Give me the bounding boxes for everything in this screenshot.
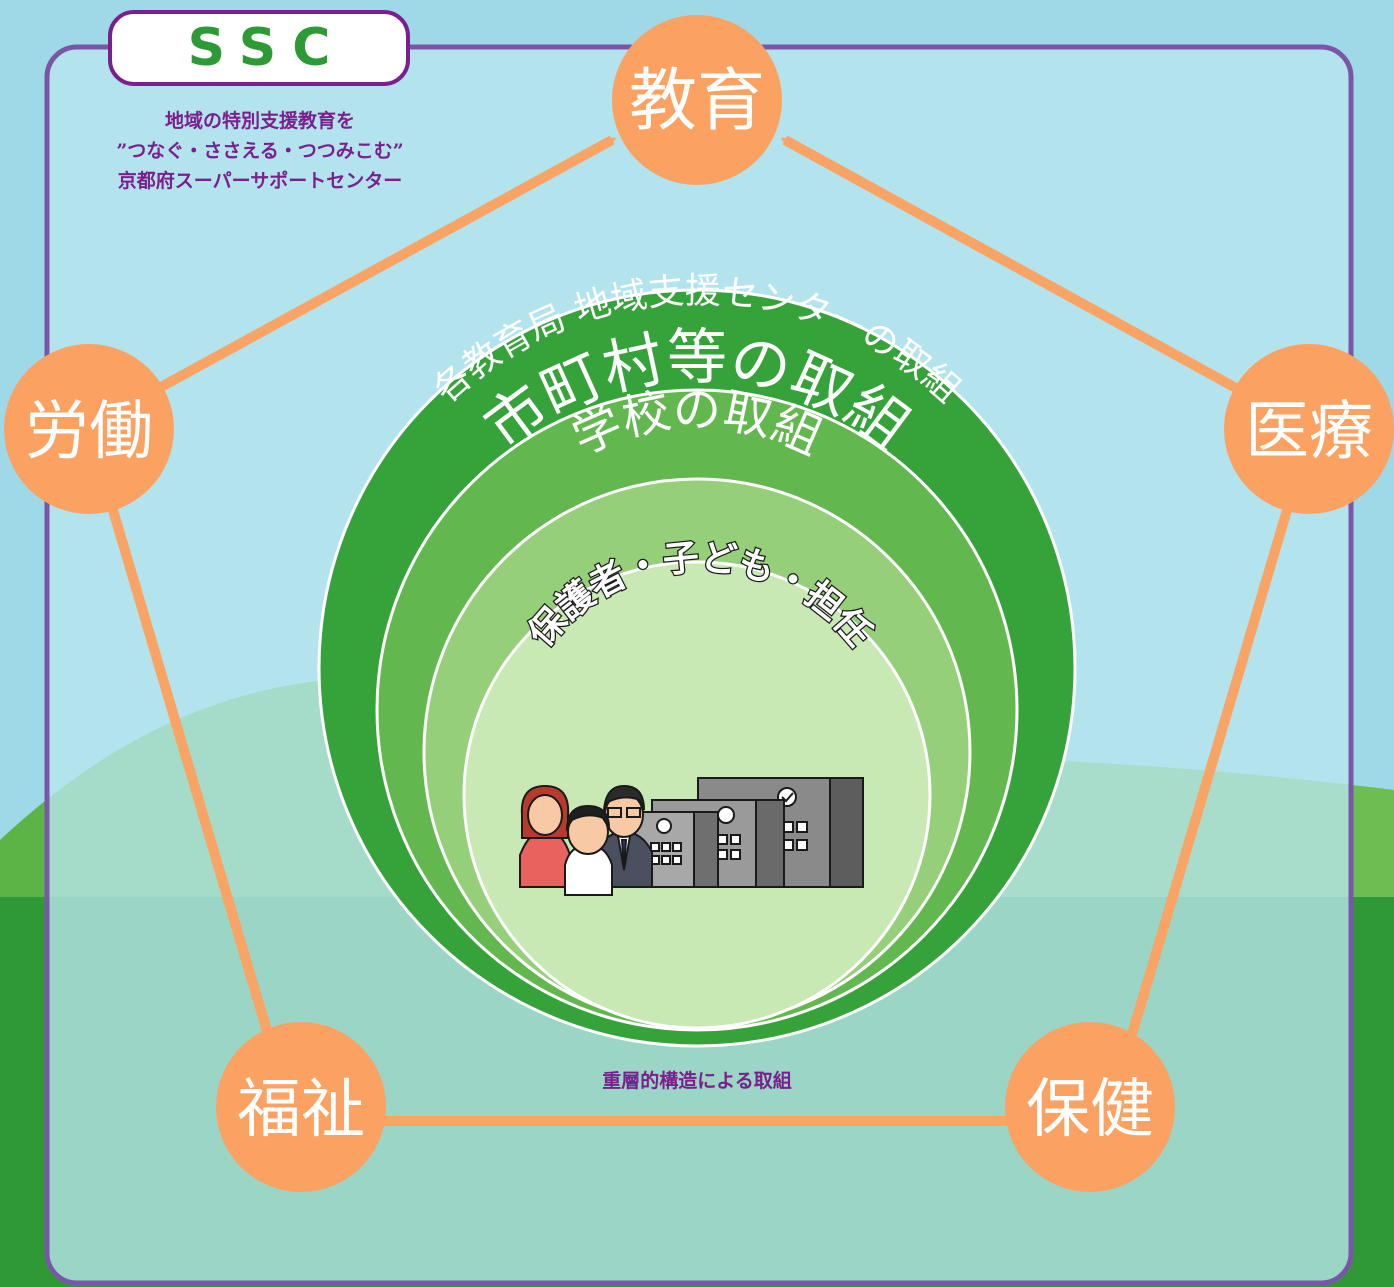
ssc-description-line-1: 地域の特別支援教育を <box>164 110 355 132</box>
structure-caption: 重層的構造による取組 <box>602 1070 792 1092</box>
sector-label-medical: 医療 <box>1245 395 1373 469</box>
ssc-description: 地域の特別支援教育を ”つなぐ・ささえる・つつみこむ” 京都府スーパーサポートセ… <box>70 106 450 196</box>
connection-arrows <box>105 135 1295 1126</box>
arrow-medical-health <box>1123 495 1295 1053</box>
sector-label-health: 保健 <box>1026 1073 1154 1147</box>
family-school-illustration <box>519 777 864 896</box>
arrow-labor-welfare <box>105 495 277 1053</box>
arrow-education-labor <box>145 135 617 398</box>
sector-label-labor: 労働 <box>25 395 153 469</box>
ssc-title: SSC <box>187 18 347 78</box>
sector-node-medical: 医療 <box>1224 344 1394 514</box>
arrow-education-medical <box>780 135 1250 398</box>
ssc-description-line-3: 京都府スーパーサポートセンター <box>117 170 403 192</box>
ssc-description-line-2: ”つなぐ・ささえる・つつみこむ” <box>116 140 404 162</box>
sector-label-welfare: 福祉 <box>237 1073 365 1147</box>
sector-label-education: 教育 <box>629 62 765 141</box>
ssc-logo-badge: SSC <box>108 10 410 86</box>
sector-node-labor: 労働 <box>4 344 174 514</box>
sector-node-health: 保健 <box>1005 1022 1175 1192</box>
sector-node-education: 教育 <box>612 15 782 185</box>
child-figure <box>564 804 613 896</box>
sector-node-welfare: 福祉 <box>216 1022 386 1192</box>
mother-figure <box>519 784 571 888</box>
